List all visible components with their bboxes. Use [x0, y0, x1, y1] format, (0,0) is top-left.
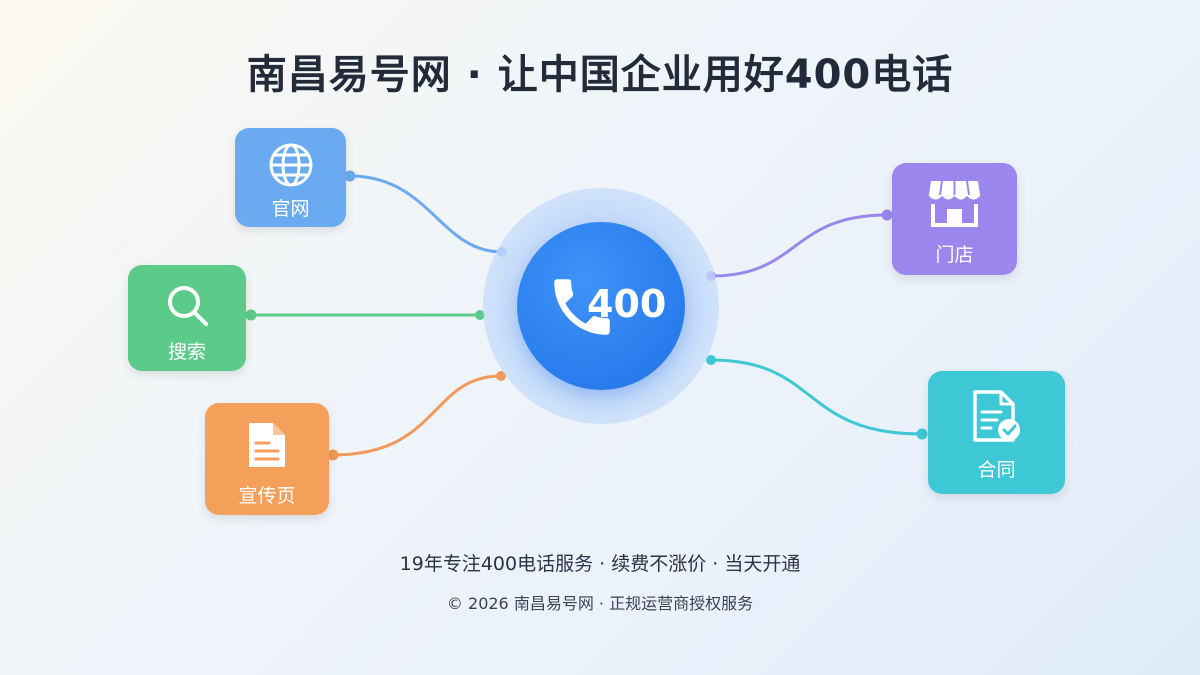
- contract-check-icon: [973, 390, 1020, 442]
- connector-xuanchuanye-start-dot: [327, 449, 339, 461]
- connector-sousuo-start-dot: [245, 309, 257, 321]
- node-mendian: 门店: [892, 163, 1017, 275]
- footer-tagline: 19年专注400电话服务 · 续费不涨价 · 当天开通: [399, 553, 801, 575]
- globe-icon: [269, 143, 313, 187]
- search-icon: [168, 286, 208, 326]
- node-xuanchuanye-label: 宣传页: [238, 485, 296, 507]
- connector-hetong-end-dot: [916, 428, 928, 440]
- connector-guanwang-start-dot: [344, 170, 356, 182]
- connector-xuanchuanye: [332, 374, 502, 457]
- node-sousuo-label: 搜索: [167, 341, 206, 363]
- node-guanwang: 官网: [235, 128, 346, 227]
- storefront-icon: [928, 180, 981, 227]
- connector-hetong: [710, 358, 923, 436]
- connector-mendian: [710, 213, 888, 278]
- connector-guanwang: [349, 174, 503, 254]
- page-title: 南昌易号网 · 让中国企业用好400电话: [246, 52, 954, 98]
- node-hetong: 合同: [928, 371, 1065, 494]
- document-icon: [249, 423, 285, 467]
- connector-sousuo-end-dot: [475, 310, 485, 320]
- footer-copyright: © 2026 南昌易号网 · 正规运营商授权服务: [446, 594, 754, 613]
- node-hetong-label: 合同: [977, 459, 1016, 481]
- node-mendian-label: 门店: [935, 244, 974, 266]
- hub-label: 400: [587, 282, 667, 326]
- hub-400-circle: 400: [517, 222, 685, 390]
- connector-hetong-start-dot: [706, 355, 716, 365]
- phone-icon: [554, 279, 610, 335]
- node-xuanchuanye: 宣传页: [205, 403, 329, 515]
- node-sousuo: 搜索: [128, 265, 246, 371]
- node-guanwang-label: 官网: [271, 198, 310, 220]
- connector-mendian-end-dot: [881, 209, 893, 221]
